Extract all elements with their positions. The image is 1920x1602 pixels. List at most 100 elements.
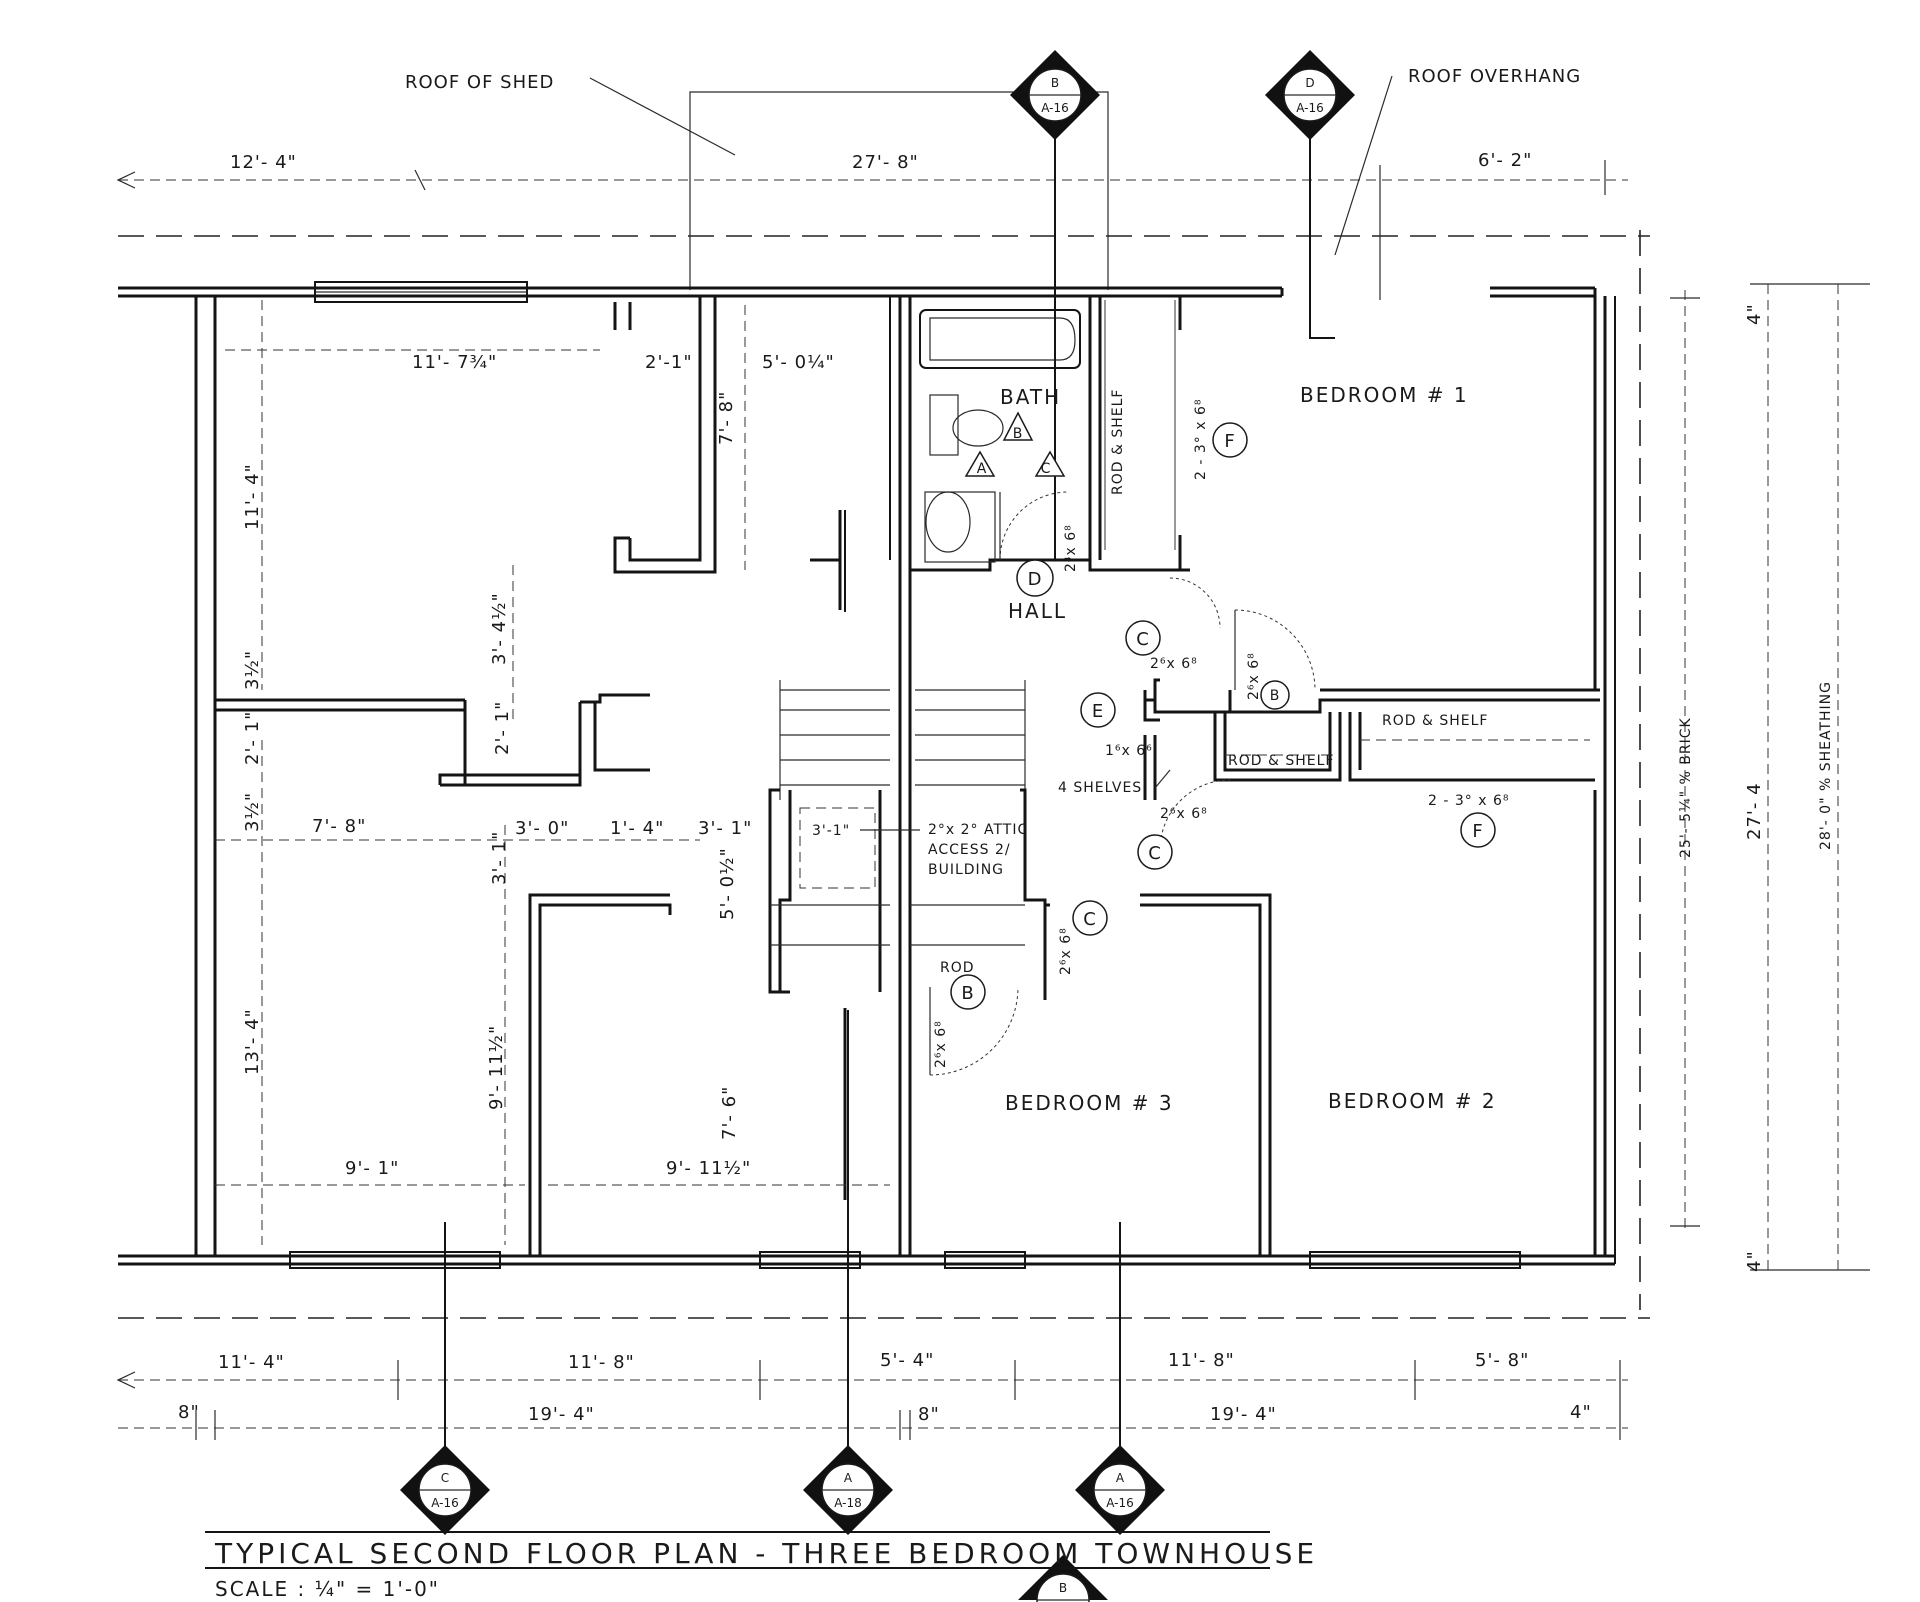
dim-room-9-11: 9'- 11½" [666,1158,751,1179]
dim-room-9-1: 9'- 1" [345,1158,399,1179]
door-size-bath-door: 2⁴x 6⁸ [1063,524,1079,572]
shed-roof-outline [689,91,1109,290]
label-attic-line-1: 2°x 2° ATTIC [928,822,1028,838]
dim-7-8b: 7'- 8" [312,816,366,837]
svg-text:B: B [961,983,974,1004]
section-cut-lines [444,112,1335,1465]
dim-bot-8b: 8" [918,1404,940,1425]
label-four-shelves: 4 SHELVES [1058,780,1142,796]
dim-hall-3-4: 3'- 4½" [489,592,510,665]
dim-right-brick: 25'- 5¼" % BRICK [1678,717,1694,858]
dim-right-27: 27'- 4 [1744,782,1765,840]
leader-lines [589,75,1393,831]
dim-3-1: 3'- 1" [698,818,752,839]
section-marker-bottom-a18: A A-18 [803,1445,893,1535]
dim-bot-5-8: 5'- 8" [1475,1350,1529,1371]
door-tag-e: E [1080,692,1116,728]
svg-text:F: F [1224,431,1235,452]
note-roof-overhang: ROOF OVERHANG [1408,66,1581,87]
dim-closet-2-1: 2'-1" [645,352,693,373]
room-label-bedroom-2: BEDROOM # 2 [1328,1089,1497,1113]
dimension-lines [116,160,1870,1440]
left-unit-walls [215,296,847,1256]
dim-bot-19-4a: 19'- 4" [528,1404,595,1425]
svg-text:D: D [1028,569,1043,590]
dim-top-right: 6'- 2" [1478,150,1532,171]
dim-left-2-1: 2'- 1" [242,711,263,765]
label-rod-shelf-mid: ROD & SHELF [1228,753,1334,769]
door-tag-bath-a: A [964,450,996,477]
label-attic-line-2: ACCESS 2/ [928,842,1011,858]
dim-right-28: 28'- 0" % SHEATHING [1818,681,1834,850]
dim-right-4-top: 4" [1744,303,1765,325]
door-size-hall-b: 2⁶x 6⁸ [1246,652,1262,700]
door-size-linen-e: 1⁶x 6⁶ [1105,743,1153,759]
svg-text:C: C [1136,629,1150,650]
door-tag-f1: F [1212,422,1248,458]
label-attic-dim: 3'-1" [812,823,850,839]
dim-left-13-4: 13'- 4" [242,1008,263,1075]
door-tag-b2: B [950,974,986,1010]
marker-sheet: A-16 [1041,101,1069,115]
svg-text:B: B [1270,688,1281,704]
dim-left-3-half-b: 3½" [242,792,263,832]
door-tag-bath-c: C [1034,450,1066,477]
door-tag-f2: F [1460,812,1496,848]
dim-bot-11-8a: 11'- 8" [568,1352,635,1373]
dim-room-7-6: 7'- 6" [719,1086,740,1140]
marker-letter: A [1116,1471,1125,1485]
door-size-bedroom2-closet: 2 - 3° x 6⁸ [1428,793,1509,809]
door-tag-bath-b: B [1002,411,1034,442]
title-main: TYPICAL SECOND FLOOR PLAN - THREE BEDROO… [214,1537,1318,1570]
door-size-hall-c: 2⁶x 6⁸ [1150,656,1198,672]
label-rod: ROD [940,960,975,976]
section-marker-bottom-c: C A-16 [400,1445,490,1535]
room-label-bedroom-3: BEDROOM # 3 [1005,1091,1174,1115]
door-size-bedroom1-closet: 2 - 3° x 6⁸ [1193,399,1209,480]
dim-bot-4: 4" [1570,1402,1592,1423]
svg-text:C: C [1083,909,1097,930]
svg-text:C: C [1148,843,1162,864]
note-roof-of-shed: ROOF OF SHED [405,72,554,93]
dimension-labels: 12'- 4" 27'- 8" 6'- 2" 11'- 7¾" 2'-1" 5'… [178,150,1834,1425]
dim-3-1v: 3'- 1" [489,831,510,885]
marker-letter: D [1305,76,1314,90]
svg-text:E: E [1092,701,1104,722]
marker-letter: B [1059,1581,1067,1595]
door-size-bedroom3-door: 2⁶x 6⁸ [1058,927,1074,975]
title-scale: SCALE : ¼" = 1'-0" [215,1577,440,1601]
marker-sheet: A-16 [1106,1496,1134,1510]
dim-bot-11-8b: 11'- 8" [1168,1350,1235,1371]
section-marker-bottom-a16: A A-16 [1075,1445,1165,1535]
door-tag-c2: C [1137,834,1173,870]
svg-text:B: B [1013,426,1024,442]
dim-1-4: 1'- 4" [610,818,664,839]
svg-text:A: A [977,461,988,477]
door-tags: F D C B E C F C B B A C [950,411,1496,1010]
dim-room-9-11v: 9'- 11½" [486,1025,507,1110]
label-rod-shelf-right: ROD & SHELF [1382,713,1488,729]
dim-bot-11-4: 11'- 4" [218,1352,285,1373]
dim-bot-5-4: 5'- 4" [880,1350,934,1371]
door-size-bedroom-c2: 2⁶x 6⁸ [1160,806,1208,822]
dim-left-3-half: 3½" [242,650,263,690]
dim-room-7-8: 7'- 8" [716,391,737,445]
dim-left-11-4: 11'- 4" [242,463,263,530]
dim-right-4-bot: 4" [1744,1250,1765,1272]
door-size-bedroom3-closet: 2⁶x 6⁸ [933,1020,949,1068]
title-block: TYPICAL SECOND FLOOR PLAN - THREE BEDROO… [205,1531,1318,1601]
label-rod-shelf-vertical: ROD & SHELF [1110,389,1126,495]
room-label-bath: BATH [1000,385,1061,409]
dim-top-left: 12'- 4" [230,152,297,173]
dim-3-0: 3'- 0" [515,818,569,839]
dim-bot-8: 8" [178,1402,200,1423]
section-marker-bottom-b: B [1018,1555,1108,1602]
right-unit-walls [910,294,1600,1256]
dim-5-0: 5'- 0½" [717,847,738,920]
dim-stair-2-1: 2'- 1" [492,701,513,755]
room-label-bedroom-1: BEDROOM # 1 [1300,383,1469,407]
dim-bot-19-4b: 19'- 4" [1210,1404,1277,1425]
door-tag-c3: C [1072,900,1108,936]
section-marker-top-b: B A-16 [1010,50,1100,140]
